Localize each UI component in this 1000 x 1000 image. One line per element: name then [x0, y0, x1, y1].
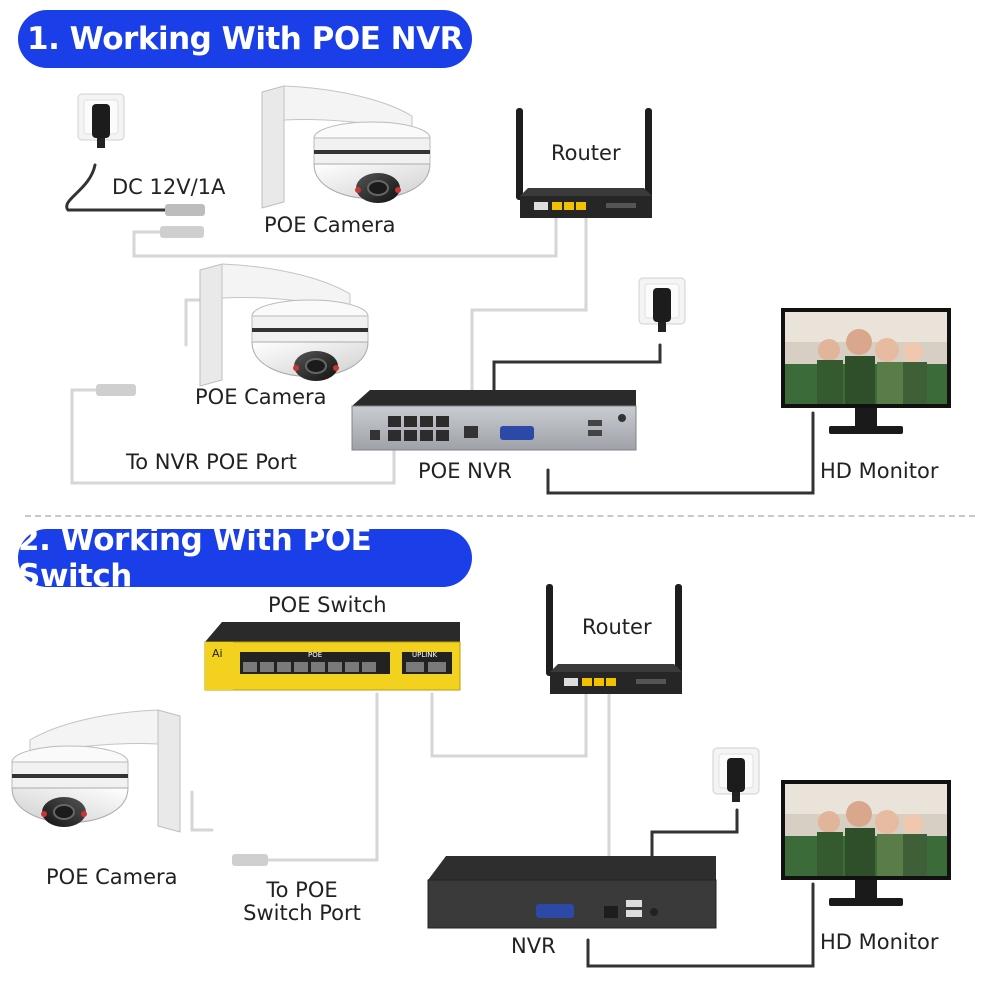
section2-title: 2. Working With POE Switch	[18, 522, 472, 594]
poe-camera-icon	[11, 709, 181, 833]
poe-camera-icon	[261, 85, 431, 209]
switch-brand: Ai	[212, 647, 223, 660]
poe-switch-icon	[204, 622, 461, 691]
poe-nvr-label: POE NVR	[418, 459, 512, 483]
dc-connector-icon	[165, 204, 205, 216]
switch-uplink-label: UPLINK	[412, 651, 438, 659]
camera1-label: POE Camera	[264, 213, 396, 237]
ethernet-cables-section2	[190, 688, 611, 882]
rj45-connector-icon	[160, 226, 204, 238]
nvr-port-label: To NVR POE Port	[126, 450, 297, 474]
monitor1-label: HD Monitor	[820, 459, 939, 483]
poe-camera-icon	[199, 263, 369, 387]
switch-port-label-line2: Switch Port	[243, 901, 361, 926]
monitor2-label: HD Monitor	[820, 930, 939, 954]
ethernet-cables-section1	[70, 216, 588, 485]
poe-nvr-icon	[351, 390, 637, 451]
switch-port-label: To POE Switch Port	[238, 878, 366, 926]
power-cables-section1	[65, 163, 815, 495]
router1-label: Router	[551, 141, 621, 165]
poe-switch-label: POE Switch	[268, 593, 387, 617]
rj45-connector-icon	[232, 854, 268, 866]
power-adapter-icon	[638, 277, 686, 333]
switch-poe-label: POE	[308, 651, 322, 659]
dc-power-label: DC 12V/1A	[112, 175, 226, 199]
hd-monitor-icon	[781, 780, 951, 906]
section-divider	[25, 515, 975, 517]
power-adapter-icon	[712, 747, 760, 803]
camera3-label: POE Camera	[46, 865, 178, 889]
hd-monitor-icon	[781, 308, 951, 434]
power-adapter-icon	[77, 93, 125, 149]
camera2-label: POE Camera	[195, 385, 327, 409]
nvr-label: NVR	[511, 934, 556, 958]
nvr-icon	[427, 856, 717, 929]
rj45-connector-icon	[96, 384, 136, 396]
section1-title: 1. Working With POE NVR	[18, 10, 472, 68]
switch-port-label-line1: To POE	[266, 878, 338, 902]
router2-label: Router	[582, 615, 652, 639]
